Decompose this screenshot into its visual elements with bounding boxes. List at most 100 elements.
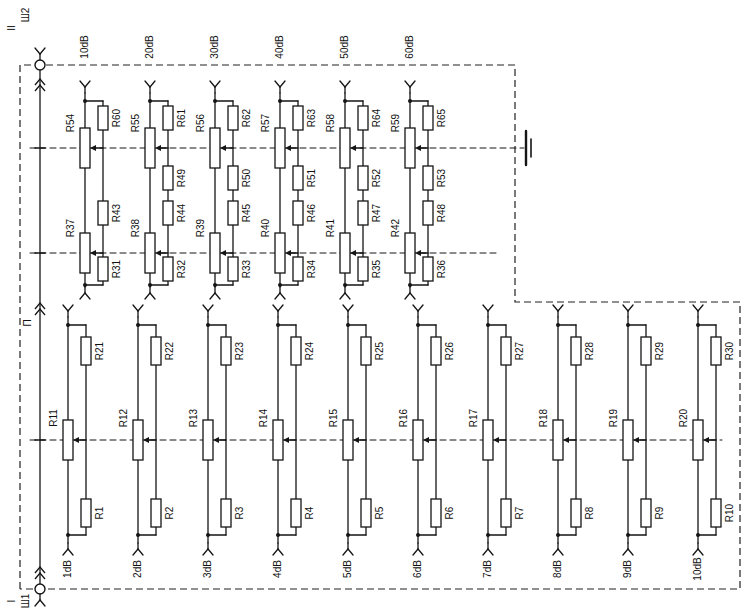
component-label: R33 [241,259,253,279]
junction-dot [136,533,140,537]
component-label: R10 [724,503,736,523]
wiper-line [95,252,103,253]
contact-fork [280,81,285,87]
wiper-line [638,439,646,440]
component-label: R42 [390,218,402,238]
contact-fork [80,81,85,87]
resistor-symbol [431,337,441,365]
component-label: R34 [306,259,318,279]
component-label: R35 [371,259,383,279]
potentiometer-symbol [80,128,90,168]
component-label: R57 [260,113,272,133]
contact-fork [557,311,558,317]
component-label: R22 [164,341,176,361]
component-label: R47 [371,203,383,223]
junction-dot [626,533,630,537]
resistor-symbol [641,337,651,365]
resistor-symbol [571,337,581,365]
contact-fork [150,81,155,87]
wiper-arrow [493,437,499,443]
wiper-line [420,147,428,148]
junction-dot [346,533,350,537]
wiper-arrow [353,437,359,443]
contact-fork [277,543,278,549]
potentiometer-symbol [273,420,283,460]
contact-fork [488,305,493,311]
wiper-line [160,252,168,253]
wiper-line [568,439,576,440]
contact-fork [487,543,488,549]
junction-dot [66,533,70,537]
component-label: R32 [176,259,188,279]
bus-tick [35,252,45,254]
ground-symbol [530,139,532,157]
contact-fork [558,305,563,311]
wiper-line [355,252,363,253]
contact-fork [80,293,85,299]
resistor-symbol [711,499,721,527]
wire [348,534,366,535]
contact-fork [40,48,45,54]
contact-fork [693,305,698,311]
resistor-symbol [423,166,433,190]
component-label: R3 [234,506,246,521]
resistor-symbol [98,201,108,225]
wiper-line [148,439,156,440]
contact-fork [210,81,215,87]
wiper-arrow [155,145,161,151]
wire [278,324,296,325]
wiper-line [355,147,363,148]
resistor-symbol [293,257,303,281]
component-label: 2dB [132,559,144,579]
contact-fork [343,305,348,311]
contact-fork [138,549,143,555]
wire [488,324,506,325]
wire [85,284,103,285]
wire [698,324,716,325]
contact-fork [413,305,418,311]
junction-dot [408,283,412,287]
component-label: Ш1 [20,593,32,610]
contact-fork [698,305,703,311]
potentiometer-symbol [203,420,213,460]
component-label: 5dB [342,559,354,579]
component-label: R9 [654,506,666,521]
component-label: R56 [195,113,207,133]
wire [488,534,506,535]
contact-fork [203,549,208,555]
resistor-symbol [711,337,721,365]
potentiometer-symbol [483,420,493,460]
resistor-symbol [151,499,161,527]
wire [698,534,716,535]
resistor-symbol [163,166,173,190]
resistor-symbol [98,106,108,130]
contact-fork [347,543,348,549]
wire [208,324,226,325]
junction-dot [696,533,700,537]
potentiometer-symbol [405,233,415,273]
component-label: R46 [306,203,318,223]
wire [138,324,156,325]
switch-chevron [35,573,45,579]
contact-fork [145,81,150,87]
contact-fork [488,549,493,555]
contact-fork [210,293,215,299]
component-label: R21 [94,341,106,361]
junction-dot [486,323,490,327]
contact-fork [278,549,283,555]
component-label: R14 [258,408,270,428]
wiper-arrow [423,437,429,443]
component-label: R45 [241,203,253,223]
junction-dot [343,99,347,103]
contact-fork [35,48,40,54]
contact-fork [149,287,150,293]
component-label: R37 [65,218,77,238]
junction-dot [136,323,140,327]
component-label: 10dB [79,34,91,59]
component-label: R27 [514,341,526,361]
contact-fork [483,549,488,555]
contact-fork [280,293,285,299]
contact-fork [348,549,353,555]
wiper-arrow [220,250,226,256]
wire [138,534,156,535]
